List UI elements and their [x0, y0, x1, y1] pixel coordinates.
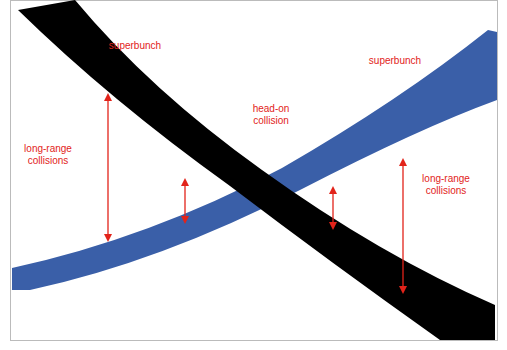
long-range-arrow — [332, 188, 333, 228]
long-range-arrow — [402, 160, 403, 292]
long-range-arrow — [184, 180, 185, 222]
bunch-label: superbunch — [360, 55, 430, 67]
collision-label: head-on collision — [243, 103, 299, 127]
long-range-arrow — [107, 95, 108, 240]
bunch-label: superbunch — [100, 40, 170, 52]
collision-label: long-range collisions — [14, 143, 82, 167]
frame — [11, 1, 498, 341]
black-superbunch — [18, 0, 495, 340]
collision-label: long-range collisions — [412, 173, 480, 197]
